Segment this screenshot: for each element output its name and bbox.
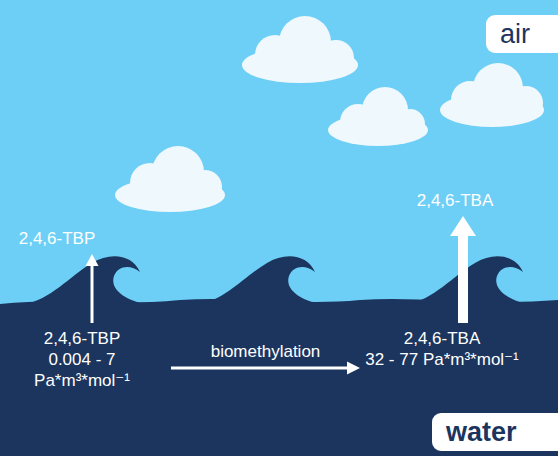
arrow-head bbox=[347, 362, 360, 375]
arrow-head bbox=[86, 254, 99, 266]
node-value: 32 - 77 Pa*m³*mol⁻¹ bbox=[365, 349, 519, 370]
cloud bbox=[440, 63, 544, 127]
node-title: water bbox=[446, 415, 558, 449]
node-value: 0.004 - 7 Pa*m³*mol⁻¹ bbox=[18, 349, 146, 391]
compound-node: 2,4,6-TBP0.004 - 7 Pa*m³*mol⁻¹ bbox=[18, 328, 146, 391]
wave bbox=[200, 256, 315, 304]
node-title: 2,4,6-TBA bbox=[417, 190, 494, 211]
cloud bbox=[328, 87, 428, 146]
arrow-shaft bbox=[171, 367, 348, 370]
node-title: air bbox=[500, 17, 558, 51]
cloud bbox=[115, 146, 225, 212]
node-title: 2,4,6-TBA bbox=[365, 328, 519, 349]
edge-label: biomethylation bbox=[211, 341, 321, 362]
water-body bbox=[0, 256, 558, 456]
region-tag: air bbox=[486, 15, 558, 53]
arrow-head bbox=[450, 216, 476, 236]
arrow-shaft bbox=[458, 235, 468, 323]
node-title: 2,4,6-TBP bbox=[19, 228, 96, 249]
arrow-connector bbox=[450, 216, 476, 323]
arrow-connector bbox=[171, 362, 360, 375]
arrow-shaft bbox=[91, 265, 94, 323]
compound-node: 2,4,6-TBA32 - 77 Pa*m³*mol⁻¹ bbox=[365, 328, 519, 370]
clouds bbox=[115, 16, 544, 212]
wave bbox=[408, 256, 523, 304]
node-title: 2,4,6-TBP bbox=[18, 328, 146, 349]
region-tag: water bbox=[432, 413, 558, 451]
cloud bbox=[242, 16, 358, 83]
arrow-connector bbox=[86, 254, 99, 323]
wave bbox=[25, 256, 140, 304]
compound-label: 2,4,6-TBA bbox=[417, 190, 494, 211]
compound-label: 2,4,6-TBP bbox=[19, 228, 96, 249]
